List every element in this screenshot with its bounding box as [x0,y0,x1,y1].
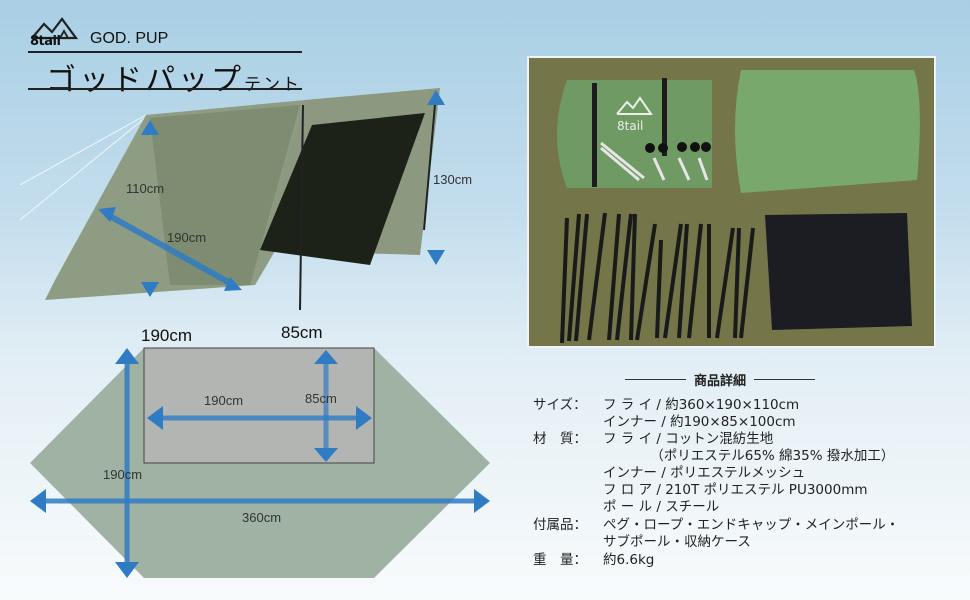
spec-row: サブポール・収納ケース [533,534,751,551]
label-inner-length-top: 190cm [141,326,193,345]
spec-value: 約6.6kg [603,552,655,568]
product-subtitle: GOD. PUP [90,30,169,47]
mountain-logo-icon [31,17,79,40]
spec-row: サイズ： フ ラ イ / 約360×190×110cm [533,397,799,414]
page-title: ゴッドパップテント [46,63,301,98]
product-contents-photo: 8tail [527,56,936,348]
spec-label: 材 質： [533,431,587,447]
label-inner-width: 85cm [305,391,337,406]
specs-heading: 商品詳細 [625,370,816,389]
label-height-rear: 130cm [433,172,473,187]
specs-heading-text: 商品詳細 [694,374,747,389]
spec-value: インナー / ポリエステルメッシュ [603,465,806,481]
spec-value: ペグ・ロープ・エンドキャップ・メインポール・ [603,517,900,533]
heading-rule-right [754,378,816,381]
spec-row: 重 量： 約6.6kg [533,552,654,569]
spec-label: 付属品： [533,517,587,533]
spec-label: 重 量： [533,552,587,568]
spec-row: 付属品： ペグ・ロープ・エンドキャップ・メインポール・ [533,517,899,534]
spec-row: （ポリエステル65% 綿35% 撥水加工） [533,448,894,465]
spec-row: インナー / ポリエステルメッシュ [533,465,805,482]
spec-row: 材 質： フ ラ イ / コットン混紡生地 [533,431,773,448]
spec-row: インナー / 約190×85×100cm [533,414,796,431]
floor-plan-diagram [30,347,490,578]
spec-value: フ ロ ア / 210T ポリエステル PU3000mm [603,482,868,498]
label-inner-length: 190cm [204,393,244,408]
label-height-front: 110cm [126,181,165,196]
label-fly-depth: 190cm [103,467,143,482]
spec-value: サブポール・収納ケース [603,534,751,550]
label-fly-width: 360cm [242,510,282,525]
brand-logo-text: 8tail [30,34,61,49]
spec-value: インナー / 約190×85×100cm [603,414,796,430]
title-rule-bottom [28,88,302,90]
contents-illustration: 8tail [529,58,934,346]
label-inner-width-top: 85cm [281,323,323,342]
spec-row: ポ ー ル / スチール [533,499,719,516]
label-diagonal: 190cm [167,230,207,245]
title-rule-top [28,51,302,53]
tent-illustration [20,88,445,311]
spec-label: サイズ： [533,397,587,413]
bag-logo-text: 8tail [617,119,643,133]
spec-value: （ポリエステル65% 綿35% 撥水加工） [603,448,895,464]
spec-value: フ ラ イ / 約360×190×110cm [603,397,800,413]
spec-value: ポ ー ル / スチール [603,499,720,515]
spec-row: フ ロ ア / 210T ポリエステル PU3000mm [533,482,868,499]
spec-value: フ ラ イ / コットン混紡生地 [603,431,774,447]
heading-rule-left [625,378,686,381]
